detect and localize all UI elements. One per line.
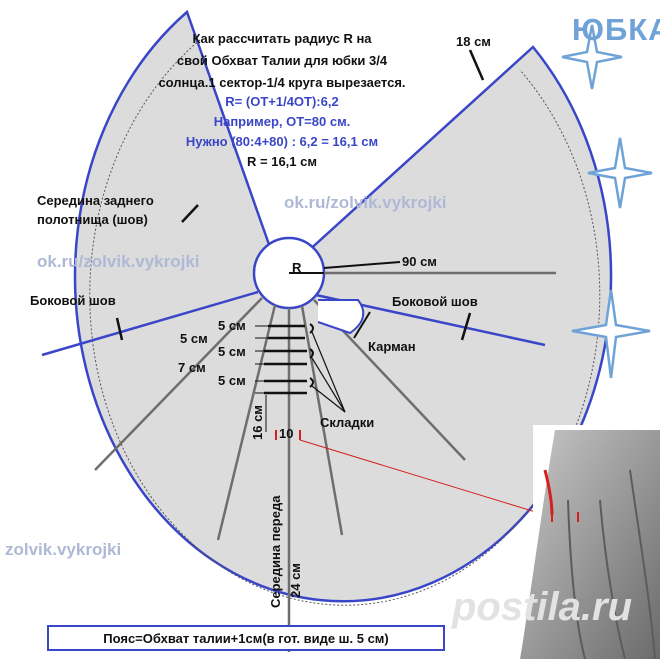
side-seam-right-leader xyxy=(460,312,472,341)
pleat-fold-mark xyxy=(309,323,314,334)
length-90-leader xyxy=(323,261,401,269)
pleats-leader xyxy=(311,357,346,413)
front-center-label-1: Середина переда xyxy=(268,495,283,608)
front-center-label-2: 24 см xyxy=(288,563,303,598)
watermark-2: ok.ru/zolvik.vykrojki xyxy=(37,252,200,271)
measure-10: 10 xyxy=(279,426,293,441)
side-seam-right-label: Боковой шов xyxy=(392,294,478,309)
top-18-label: 18 см xyxy=(456,34,491,49)
pleat-fold-mark xyxy=(309,348,314,359)
back-center-label-1: Середина заднего xyxy=(37,193,154,208)
measure-5cm-3: 5 см xyxy=(218,344,246,359)
side-seam-left-leader xyxy=(115,317,124,341)
measure-5cm-2: 5 см xyxy=(180,331,208,346)
belt-box xyxy=(47,625,445,651)
measure-16cm: 16 см xyxy=(250,405,265,440)
pocket-leader xyxy=(353,311,371,339)
measure-5cm-4: 5 см xyxy=(218,373,246,388)
radius-label: R xyxy=(292,260,302,275)
star-icon xyxy=(571,289,651,379)
watermark-3: zolvik.vykrojki xyxy=(5,540,121,559)
pleats-leader xyxy=(311,385,346,413)
page-title: ЮБКА xyxy=(572,12,660,47)
pocket-shape xyxy=(317,299,365,335)
star-icon xyxy=(561,24,623,90)
pleat-fold-mark xyxy=(309,377,314,388)
instruction-example: Например, ОТ=80 см. xyxy=(214,114,351,129)
instruction-formula: R= (ОТ+1/4ОТ):6,2 xyxy=(225,94,338,109)
instructions: Как рассчитать радиус R на свой Обхват Т… xyxy=(158,31,405,169)
pleats-label: Складки xyxy=(320,415,374,430)
instruction-line-1: Как рассчитать радиус R на xyxy=(192,31,372,46)
instruction-calc: Нужно (80:4+80) : 6,2 = 16,1 см xyxy=(186,134,378,149)
radial-line-2 xyxy=(216,304,277,541)
pleats-leader xyxy=(311,331,346,413)
postila-stamp: postila.ru xyxy=(451,585,632,629)
back-center-leader xyxy=(181,204,199,223)
radial-line-3 xyxy=(300,305,344,536)
instruction-line-3: солнца.1 сектор-1/4 круга вырезается. xyxy=(158,75,405,90)
instruction-result: R = 16,1 см xyxy=(247,154,317,169)
star-icon xyxy=(587,137,653,209)
radial-line-1 xyxy=(94,297,263,471)
side-seam-left-label: Боковой шов xyxy=(30,293,116,308)
belt-label: Пояс=Обхват талии+1см(в гот. виде ш. 5 с… xyxy=(103,631,389,646)
watermark-1: ok.ru/zolvik.vykrojki xyxy=(284,193,447,212)
pocket-label: Карман xyxy=(368,339,416,354)
side-seam-left-line xyxy=(41,290,259,357)
top-18-leader xyxy=(468,49,485,81)
measure-7cm: 7 см xyxy=(178,360,206,375)
skirt-photo xyxy=(520,425,660,659)
instruction-line-2: свой Обхват Талии для юбки 3/4 xyxy=(177,53,388,68)
measure-5cm-1: 5 см xyxy=(218,318,246,333)
length-90-label: 90 см xyxy=(402,254,437,269)
back-center-label-2: полотнища (шов) xyxy=(37,212,148,227)
red-link-line xyxy=(299,439,553,518)
